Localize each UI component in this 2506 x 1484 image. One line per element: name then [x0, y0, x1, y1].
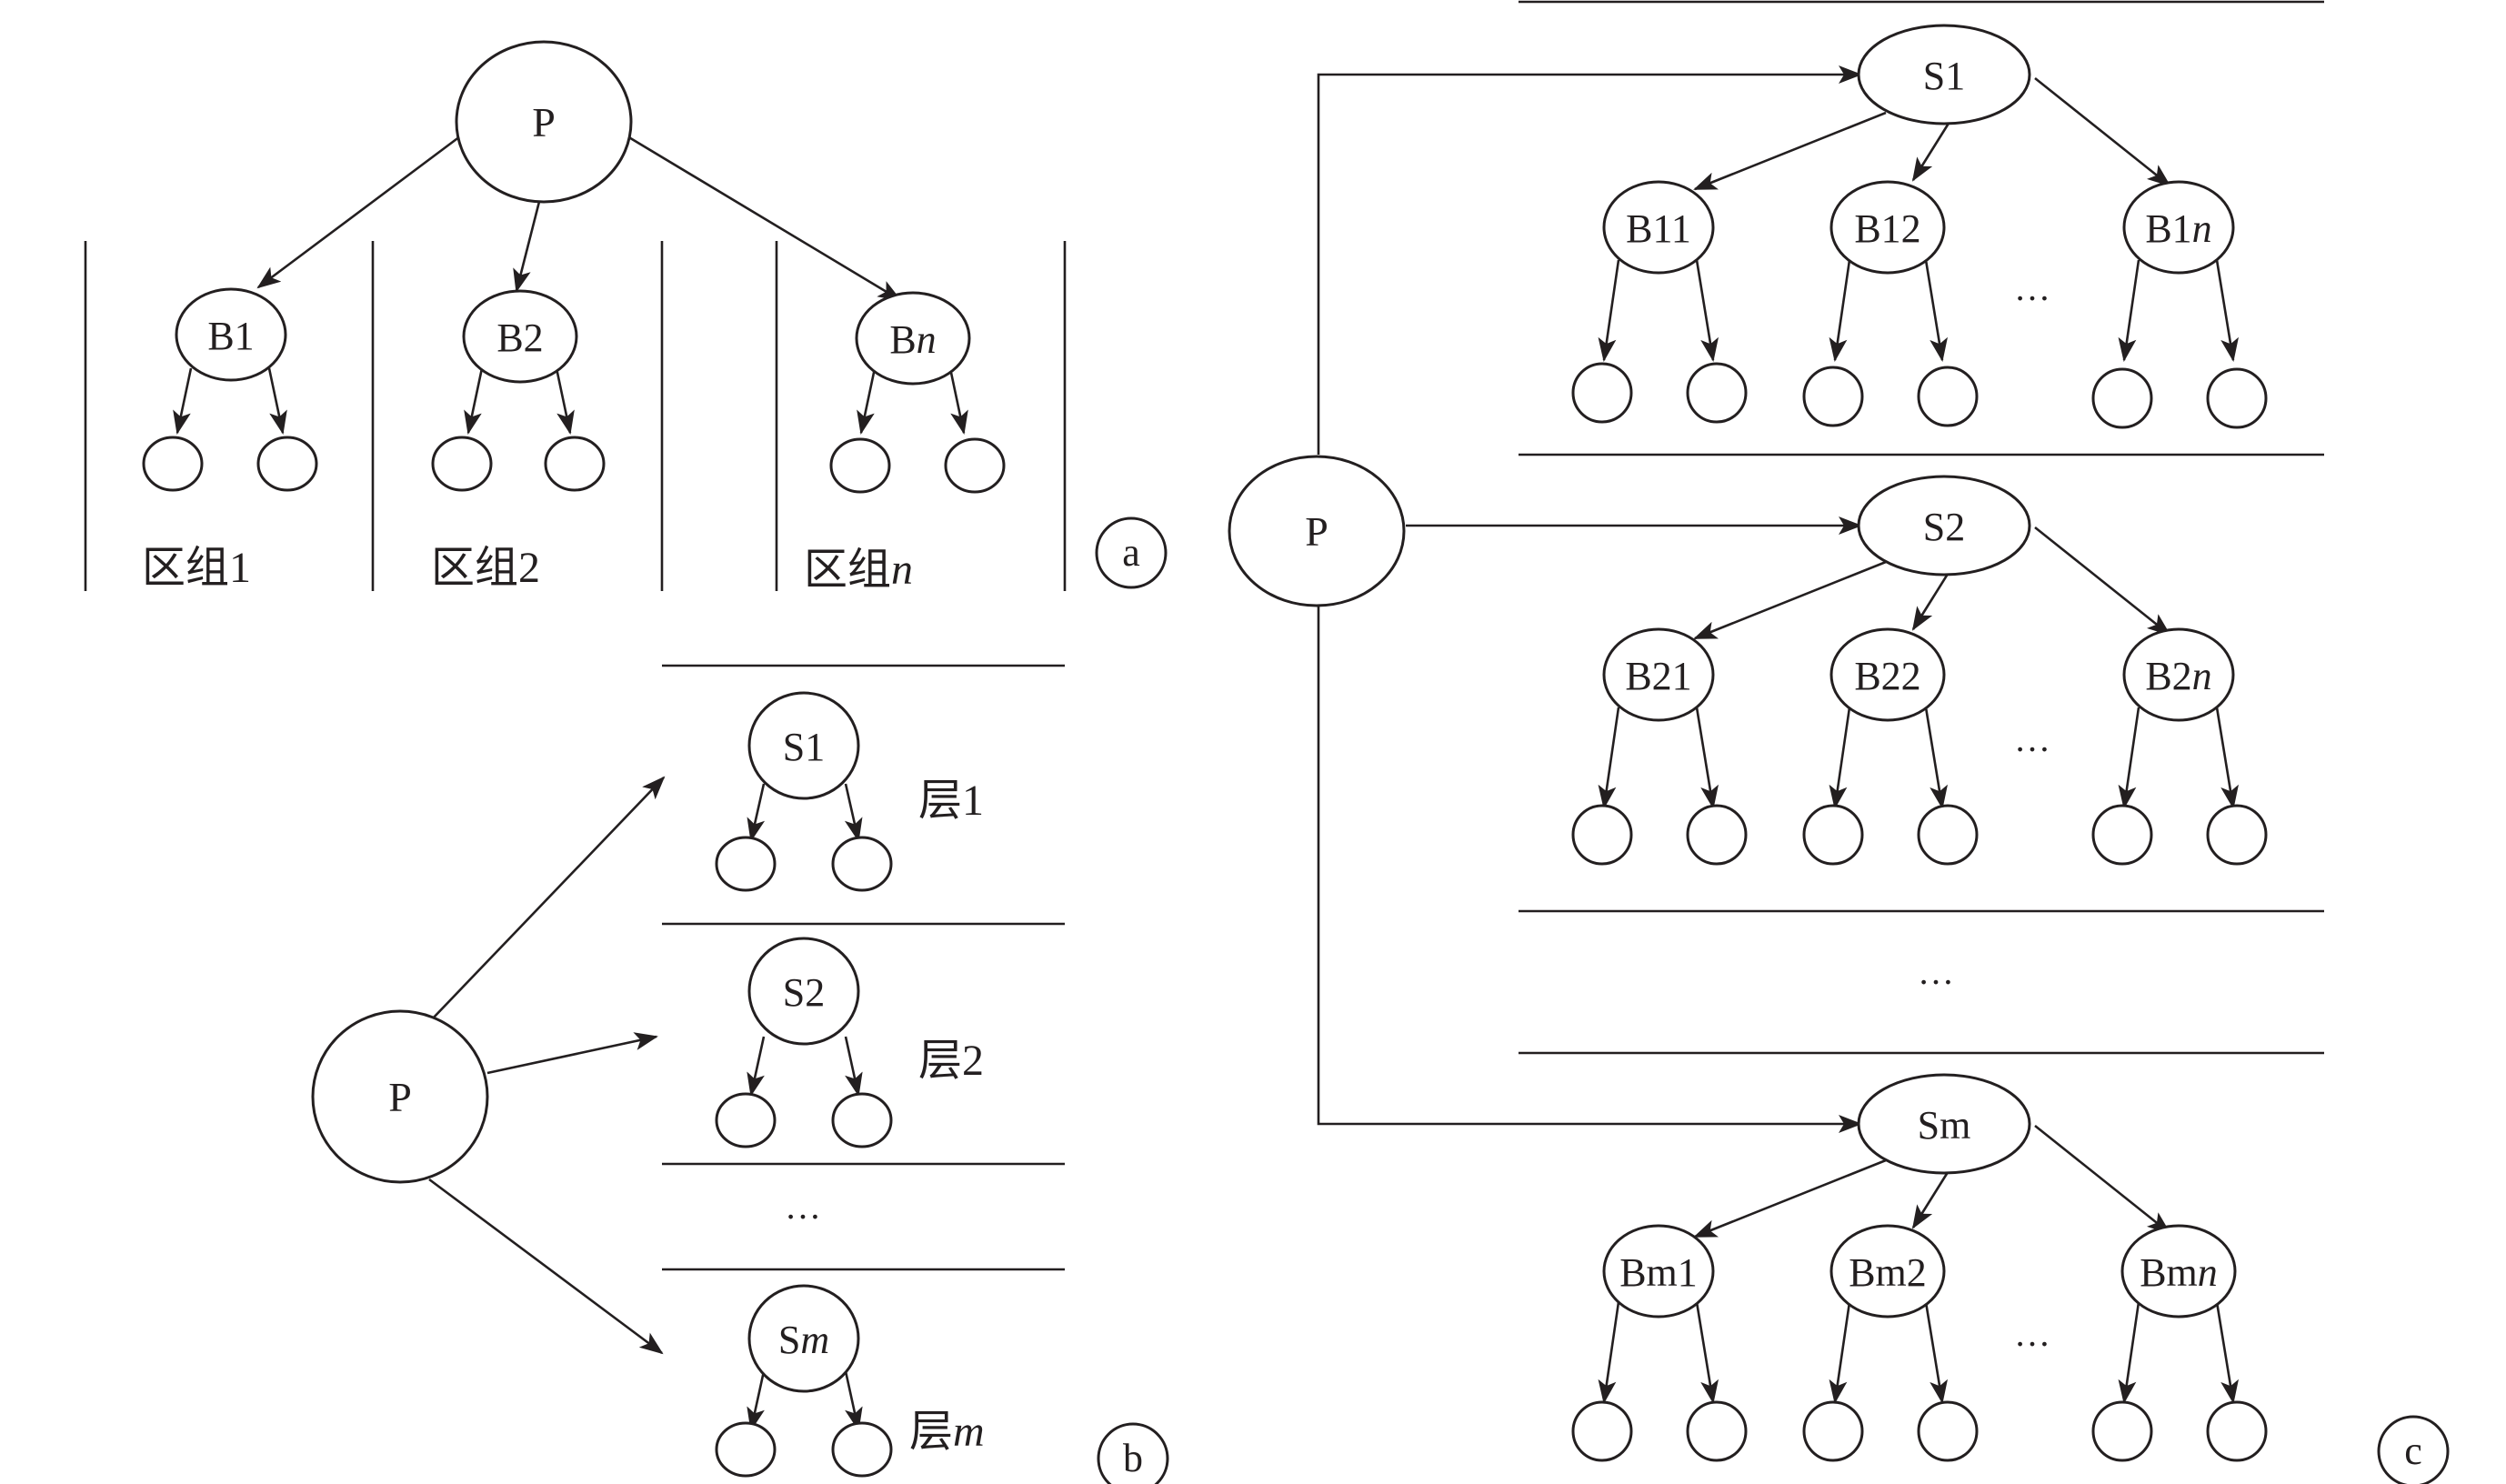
svg-text:B22: B22	[1854, 654, 1920, 698]
svg-text:a: a	[1122, 530, 1140, 575]
panel-c-marker: c	[2377, 1415, 2450, 1484]
svg-text:…: …	[2014, 718, 2052, 759]
panel-c: P S1 B11 B12 B1n …	[1228, 0, 2450, 1484]
leaf-nodes-b	[715, 836, 893, 1478]
svg-text:B12: B12	[1854, 206, 1920, 251]
node-layer-1: S1	[747, 691, 860, 800]
node-block-2-label: B2	[496, 316, 543, 360]
panel-b-marker: b	[1097, 1422, 1169, 1484]
layer-2-label: 层2	[918, 1037, 984, 1085]
svg-text:S2: S2	[1923, 505, 1965, 549]
svg-text:S1: S1	[783, 725, 825, 769]
node-root-b-label: P	[388, 1074, 412, 1120]
node-root-a: P	[455, 40, 633, 204]
node-block-2: B2	[462, 289, 578, 384]
svg-text:P: P	[1305, 508, 1328, 555]
svg-text:Bm2: Bm2	[1849, 1250, 1927, 1295]
node-root-a-label: P	[532, 99, 556, 145]
panel-a: P B1 B2 Bn 区组1 区组2 区组n a	[84, 40, 1168, 594]
svg-text:B11: B11	[1626, 206, 1691, 251]
stratum-1: S1 B11 B12 B1n …	[1571, 24, 2268, 429]
svg-text:…: …	[2014, 267, 2052, 308]
svg-text:b: b	[1123, 1436, 1143, 1480]
node-root-b: P	[311, 1009, 489, 1184]
svg-text:…: …	[2014, 1313, 2052, 1354]
layer-1-label: 层1	[918, 777, 984, 825]
block-1-label: 区组1	[142, 544, 251, 592]
svg-text:Sm: Sm	[778, 1318, 829, 1362]
layer-m-label: 层m	[909, 1408, 985, 1456]
svg-text:B1n: B1n	[2145, 206, 2211, 251]
block-2-label: 区组2	[431, 544, 540, 592]
node-root-c: P	[1228, 455, 1406, 607]
svg-text:Bmn: Bmn	[2140, 1250, 2218, 1295]
node-block-n-label: Bn	[889, 317, 936, 362]
svg-text:B2n: B2n	[2145, 654, 2211, 698]
stratum-m: Sm Bm1 Bm2 Bmn …	[1571, 1073, 2268, 1462]
svg-text:c: c	[2404, 1429, 2422, 1473]
panel-a-marker: a	[1095, 516, 1168, 589]
svg-text:B21: B21	[1625, 654, 1691, 698]
leaf-nodes-a	[142, 436, 1006, 494]
node-layer-m: Sm	[747, 1284, 860, 1393]
node-layer-2: S2	[747, 937, 860, 1046]
svg-text:Bm1: Bm1	[1619, 1250, 1698, 1295]
svg-text:Sm: Sm	[1918, 1103, 1971, 1148]
panel-b: P S1 S2 Sm 层1 层2 层m … b	[311, 664, 1169, 1484]
block-n-label: 区组n	[804, 546, 913, 594]
node-block-1: B1	[175, 287, 287, 382]
strata-ellipsis: …	[1918, 951, 1956, 992]
stratum-2: S2 B21 B22 B2n …	[1571, 475, 2268, 866]
layer-ellipsis: …	[785, 1186, 823, 1227]
node-block-1-label: B1	[207, 314, 254, 358]
svg-text:S2: S2	[783, 970, 825, 1015]
node-block-n: Bn	[855, 291, 971, 386]
svg-text:S1: S1	[1923, 54, 1965, 98]
